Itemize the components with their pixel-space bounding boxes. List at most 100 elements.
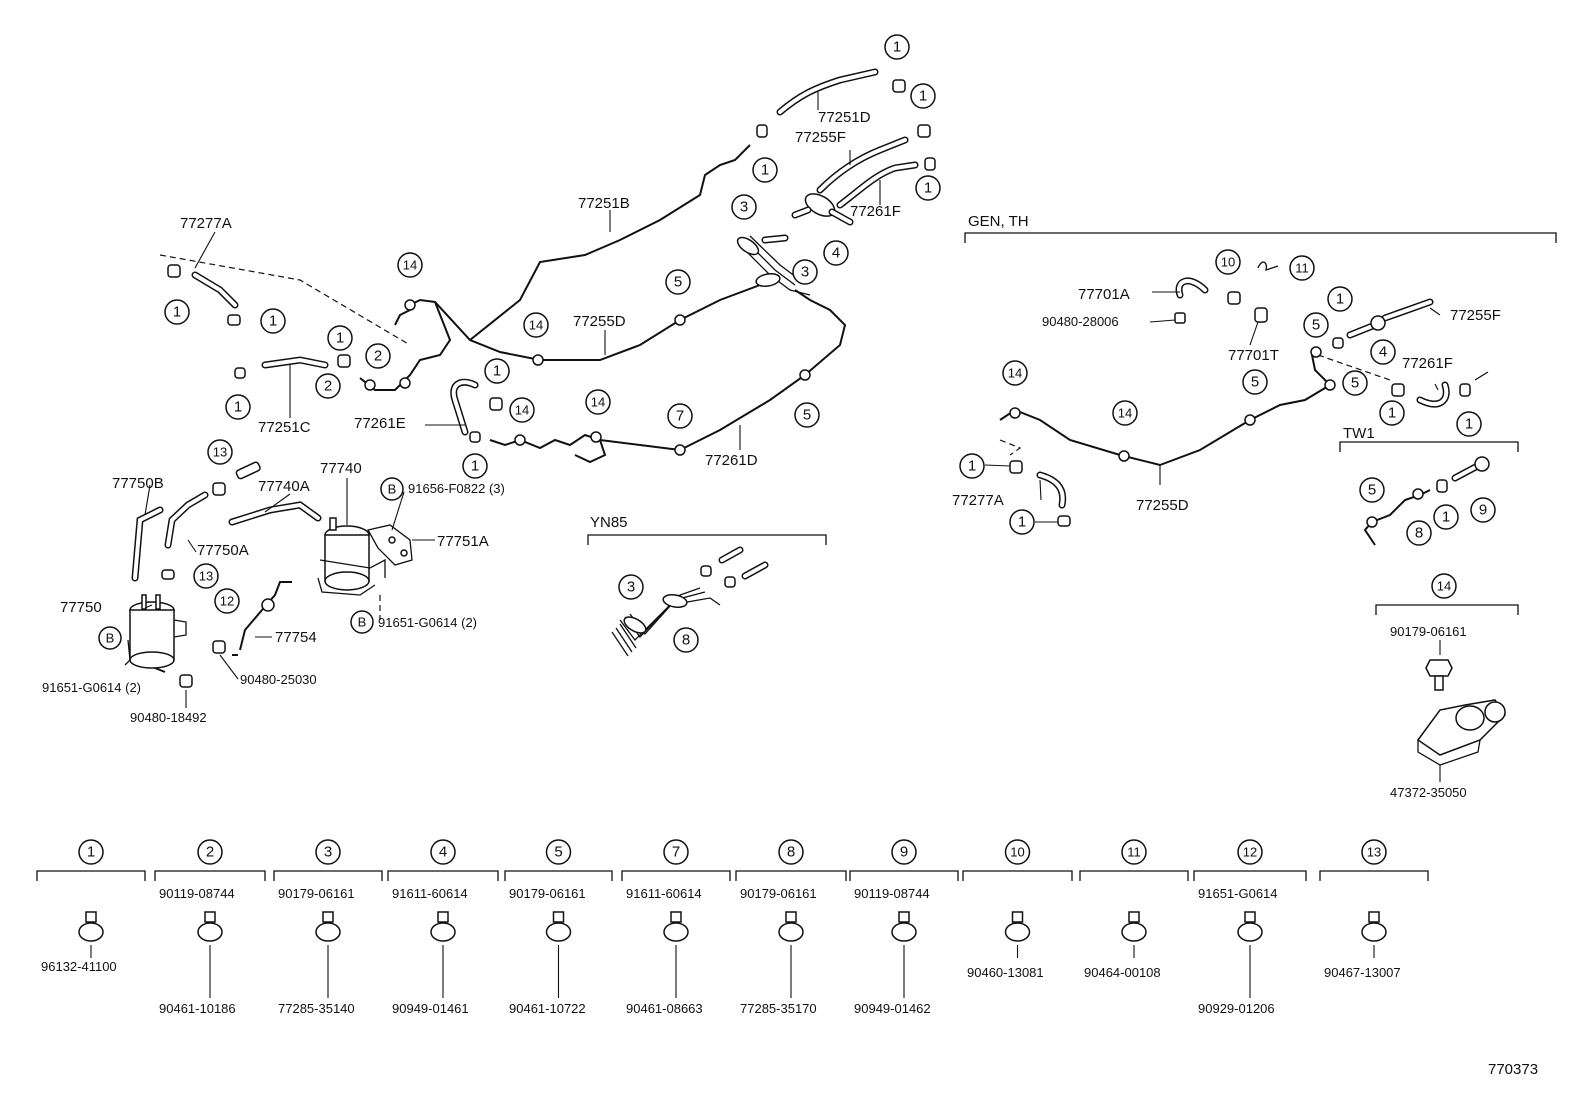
svg-text:14: 14 [591,395,605,410]
callout-14: 14 [585,389,611,415]
legend-callout-3: 3 [324,844,332,861]
callout-1: 1 [164,299,190,325]
legend-callout-10: 10 [1010,845,1024,860]
main-assembly [124,68,936,688]
callout-10: 10 [1215,249,1241,275]
svg-text:1: 1 [893,39,901,56]
legend-part-number-top: 91651-G0614 [1198,886,1278,901]
callout-14: 14 [509,397,535,423]
svg-text:1: 1 [1442,509,1450,526]
label-77261f-top: 77261F [850,203,901,220]
callout-b: B [98,626,122,650]
svg-text:1: 1 [471,458,479,475]
callout-12: 12 [214,588,240,614]
callout-11: 11 [1289,255,1315,281]
pipe-lower [489,433,607,464]
label-77750: 77750 [60,599,102,616]
svg-text:14: 14 [515,403,529,418]
svg-text:5: 5 [1351,375,1359,392]
svg-text:8: 8 [1415,525,1423,542]
callout-5: 5 [1342,370,1368,396]
legend-part-number: 90464-00108 [1084,965,1161,980]
legend-callout-12: 12 [1243,845,1257,860]
label-77261f-right: 77261F [1402,355,1453,372]
legend-part-number: 96132-41100 [41,959,117,974]
svg-text:1: 1 [269,313,277,330]
svg-text:14: 14 [1437,579,1451,594]
label-77255f-right: 77255F [1450,307,1501,324]
svg-text:3: 3 [801,264,809,281]
svg-text:1: 1 [919,88,927,105]
svg-text:1: 1 [1018,514,1026,531]
legend-part-sketch [1004,922,1031,942]
svg-text:5: 5 [1312,317,1320,334]
svg-text:B: B [106,631,115,646]
label-77750b: 77750B [112,475,164,492]
legend-callout-9: 9 [900,844,908,861]
hose-77251d [776,68,879,116]
svg-text:7: 7 [676,408,684,425]
label-90480-25030: 90480-25030 [240,672,317,687]
label-77751a: 77751A [437,533,489,550]
pipe-77255d [409,274,776,361]
callout-1: 1 [910,83,936,109]
legend-part-number-top: 91611-60614 [626,886,702,901]
legend-part-number-bottom: 90949-01461 [392,1001,469,1016]
svg-text:14: 14 [529,318,543,333]
callout-13: 13 [193,563,219,589]
label-90179-06161-detail: 90179-06161 [1390,624,1467,639]
callout-5: 5 [665,269,691,295]
svg-text:3: 3 [740,199,748,216]
svg-text:4: 4 [1379,344,1387,361]
legend-part-number-top: 90119-08744 [854,886,930,901]
callout-9: 9 [1470,497,1496,523]
legend-part-sketch [778,922,804,942]
callout-1: 1 [484,358,510,384]
legend-part-sketch [545,922,572,942]
legend-part-number: 90460-13081 [967,965,1044,980]
callout-14: 14 [523,312,549,338]
label-90480-28006: 90480-28006 [1042,314,1119,329]
bracket-77751a [367,524,413,566]
svg-text:1: 1 [173,304,181,321]
label-91651-left: 91651-G0614 (2) [42,680,141,695]
legend-part-number-top: 90179-06161 [509,886,586,901]
gen-th-title: GEN, TH [968,213,1029,230]
label-77701a: 77701A [1078,286,1130,303]
label-77754: 77754 [275,629,317,646]
callout-5: 5 [1303,312,1329,338]
callout-14: 14 [397,252,423,278]
svg-text:1: 1 [1388,405,1396,422]
svg-text:14: 14 [1118,406,1132,421]
svg-text:8: 8 [682,632,690,649]
callout-4: 4 [823,240,849,266]
legend-part-number-bottom: 77285-35170 [740,1001,817,1016]
legend-part-number-bottom: 90461-10722 [509,1001,586,1016]
label-77255d-right: 77255D [1136,497,1189,514]
label-77255d: 77255D [573,313,626,330]
detail-14: 14 90179-06161 47372-35050 [1375,573,1519,800]
diagram-id: 770373 [1488,1061,1538,1078]
svg-text:12: 12 [220,594,234,609]
clamp-3a [736,236,760,256]
callout-5: 5 [1359,477,1385,503]
callout-5: 5 [794,402,820,428]
callout-1: 1 [1009,509,1035,535]
svg-text:5: 5 [1251,374,1259,391]
legend-part-number: 90467-13007 [1324,965,1401,980]
svg-text:B: B [388,482,397,497]
callout-1: 1 [959,453,985,479]
label-77701t: 77701T [1228,347,1279,364]
legend-part-number-top: 90179-06161 [278,886,355,901]
svg-text:2: 2 [324,378,332,395]
label-77750a: 77750A [197,542,249,559]
svg-text:1: 1 [493,363,501,380]
legend-callout-5: 5 [554,844,562,861]
svg-text:14: 14 [1008,366,1022,381]
svg-text:14: 14 [403,258,417,273]
clamp-3b [755,272,781,288]
